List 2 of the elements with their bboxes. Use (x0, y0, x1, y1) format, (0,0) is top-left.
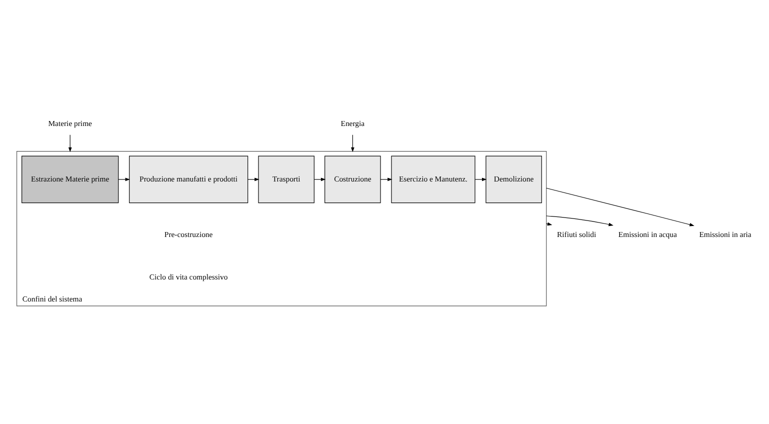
arrow (351, 134, 354, 152)
arrow (68, 134, 72, 152)
